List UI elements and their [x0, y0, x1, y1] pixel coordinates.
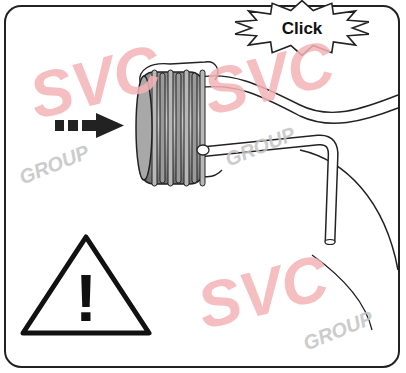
watermark-logo: SVC — [196, 26, 342, 130]
frame — [5, 6, 399, 367]
warning-mark: ! — [18, 265, 154, 331]
watermark-logo: SVC — [22, 30, 168, 134]
watermark-text: GROUP — [16, 141, 93, 190]
warning-triangle: ! — [18, 232, 154, 338]
tube-end — [325, 240, 335, 245]
watermark-text: GROUP — [222, 123, 299, 172]
